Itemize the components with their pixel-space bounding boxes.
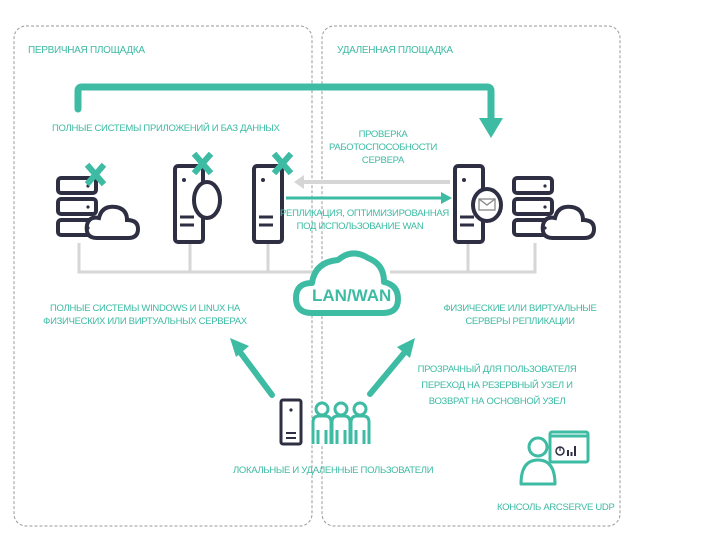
label-health-check-line2: РАБОТОСПОСОБНОСТИ xyxy=(328,142,437,153)
lan-bus-right xyxy=(390,243,537,274)
label-full-systems-os: ПОЛНЫЕ СИСТЕМЫ WINDOWS И LINUX НА ФИЗИЧЕ… xyxy=(40,302,250,328)
x-mark-icon xyxy=(84,162,107,187)
arrow-to-primary xyxy=(230,338,275,398)
label-health-check-line1: ПРОВЕРКА xyxy=(358,129,408,140)
label-replication-line2: ПОД ИСПОЛЬЗОВАНИЕ WAN xyxy=(296,221,424,232)
label-users: ЛОКАЛЬНЫЕ И УДАЛЕННЫЕ ПОЛЬЗОВАТЕЛИ xyxy=(233,465,434,476)
replication-arrow xyxy=(286,192,452,204)
label-replica-servers-line2: СЕРВЕРЫ РЕПЛИКАЦИИ xyxy=(465,316,575,327)
admin-console-icon xyxy=(519,430,590,486)
server-stack-cloud-icon xyxy=(56,176,141,240)
label-health-check-line3: СЕРВЕРА xyxy=(361,155,405,166)
network-cloud-icon xyxy=(293,250,401,316)
label-replica-servers: ФИЗИЧЕСКИЕ ИЛИ ВИРТУАЛЬНЫЕ СЕРВЕРЫ РЕПЛИ… xyxy=(440,302,600,328)
server-tower-mail-icon xyxy=(453,164,503,244)
zone-primary-title: ПЕРВИЧНАЯ ПЛОЩАДКА xyxy=(28,45,145,56)
server-tower-db-icon xyxy=(173,164,222,244)
label-health-check: ПРОВЕРКА РАБОТОСПОСОБНОСТИ СЕРВЕРА xyxy=(328,128,438,167)
label-full-systems-os-line2: ФИЗИЧЕСКИХ ИЛИ ВИРТУАЛЬНЫХ СЕРВЕРАХ xyxy=(43,316,247,327)
full-system-arrow xyxy=(74,83,495,125)
label-full-systems-os-line1: ПОЛНЫЕ СИСТЕМЫ WINDOWS И LINUX НА xyxy=(50,303,240,314)
label-full-systems-apps-db: ПОЛНЫЕ СИСТЕМЫ ПРИЛОЖЕНИЙ И БАЗ ДАННЫХ xyxy=(52,123,280,134)
label-failover-line1: ПРОЗРАЧНЫЙ ДЛЯ ПОЛЬЗОВАТЕЛЯ xyxy=(417,364,577,375)
server-tower-icon xyxy=(252,164,284,244)
label-failover: ПРОЗРАЧНЫЙ ДЛЯ ПОЛЬЗОВАТЕЛЯ ПЕРЕХОД НА Р… xyxy=(412,362,582,410)
server-stack-cloud-icon xyxy=(512,176,597,240)
health-check-arrow xyxy=(294,175,450,189)
label-failover-line3: ВОЗВРАТ НА ОСНОВНОЙ УЗЕЛ xyxy=(428,396,566,407)
label-replication-line1: РЕПЛИКАЦИЯ, ОПТИМИЗИРОВАННАЯ xyxy=(280,208,449,219)
x-mark-icon xyxy=(191,151,214,176)
x-mark-icon xyxy=(271,151,294,176)
zone-remote-title: УДАЛЕННАЯ ПЛОЩАДКА xyxy=(337,45,453,56)
zone-primary-border xyxy=(13,25,313,527)
label-replication: РЕПЛИКАЦИЯ, ОПТИМИЗИРОВАННАЯ ПОД ИСПОЛЬЗ… xyxy=(280,207,449,233)
lan-bus-left xyxy=(77,243,320,274)
network-label: LAN/WAN xyxy=(312,286,392,305)
zone-remote-border xyxy=(321,25,621,527)
arrow-to-remote xyxy=(367,338,415,397)
label-failover-line2: ПЕРЕХОД НА РЕЗЕРВНЫЙ УЗЕЛ И xyxy=(421,380,573,391)
label-console: КОНСОЛЬ ARCSERVE UDP xyxy=(497,502,615,513)
label-replica-servers-line1: ФИЗИЧЕСКИЕ ИЛИ ВИРТУАЛЬНЫЕ xyxy=(443,303,597,314)
users-group-icon xyxy=(311,401,371,444)
full-system-arrowhead xyxy=(479,118,503,138)
